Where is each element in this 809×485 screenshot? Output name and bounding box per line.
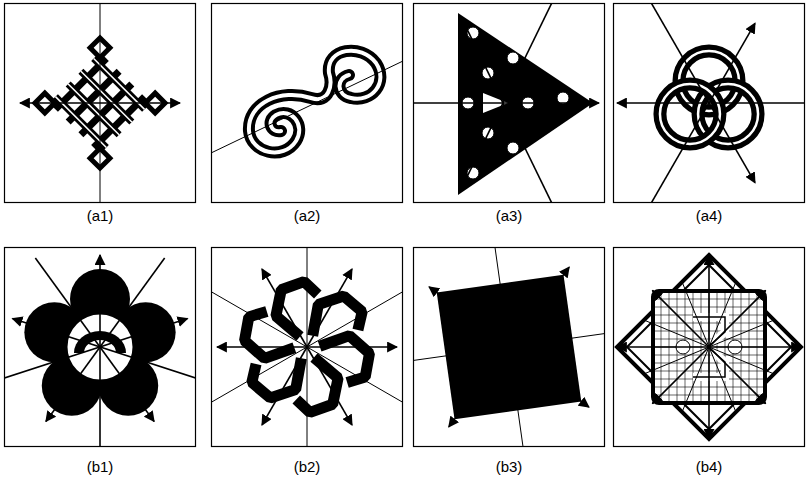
symmetry-axis	[708, 347, 710, 439]
panel-figure	[617, 255, 801, 439]
symmetry-axis	[617, 102, 805, 104]
trefoil-knot	[660, 51, 758, 144]
symmetry-axis	[509, 347, 524, 447]
symmetry-axis	[99, 255, 101, 447]
symmetry-panel	[0, 248, 205, 458]
symmetry-axis	[211, 61, 403, 153]
symmetry-axis	[307, 347, 402, 402]
symmetry-axis	[461, 17, 556, 203]
symmetry-axis	[652, 347, 709, 404]
symmetry-axis	[708, 255, 710, 347]
grid-crest	[617, 255, 801, 439]
symmetry-panel	[5, 3, 196, 203]
symmetry-axis	[509, 347, 589, 407]
symmetry-axis	[617, 346, 709, 348]
symmetry-panel	[212, 237, 403, 457]
panel-label: (a3)	[496, 207, 523, 224]
symmetry-axis	[262, 347, 307, 425]
symmetry-axis	[46, 258, 165, 421]
symmetry-axis	[709, 347, 766, 404]
symmetry-panel	[614, 248, 805, 447]
symmetry-axis	[449, 347, 509, 427]
symmetry-axis	[509, 267, 569, 347]
panel-frame	[5, 4, 196, 203]
symmetry-axis	[262, 269, 307, 347]
symmetry-axis	[413, 347, 509, 362]
symmetry-axis	[652, 290, 709, 347]
panel-figure	[617, 3, 805, 203]
symmetry-axis	[307, 269, 352, 347]
symmetry-axis	[307, 347, 352, 425]
symmetry-axis	[217, 346, 307, 348]
symmetry-axis	[307, 346, 397, 348]
panel-label: (b1)	[87, 458, 114, 475]
symmetry-axis	[509, 332, 605, 347]
symmetry-panel	[211, 4, 403, 203]
symmetry-axis	[212, 292, 307, 347]
symmetry-panel	[400, 238, 618, 456]
panel-frame	[212, 248, 403, 447]
panel-frame	[5, 248, 196, 447]
symmetry-panel	[614, 0, 809, 207]
symmetry-axis	[413, 102, 599, 104]
symmetry-axis	[4, 319, 187, 381]
panel-frame	[414, 4, 605, 203]
symmetry-axis	[461, 3, 556, 189]
symmetry-axis	[644, 347, 709, 374]
panel-figure	[4, 255, 196, 447]
symmetry-axis	[307, 347, 308, 447]
symmetry-axis	[100, 3, 101, 203]
panel-frame	[414, 248, 605, 447]
symmetry-axis	[494, 247, 509, 347]
panel-figure	[20, 3, 180, 203]
symmetry-axis	[649, 3, 755, 183]
symmetry-axis	[307, 292, 402, 347]
panel-label: (b3)	[496, 458, 523, 475]
triangle-figure	[458, 13, 593, 195]
spiral-figure	[249, 51, 380, 153]
symmetry-axis	[212, 347, 307, 402]
panel-frame	[614, 248, 805, 447]
panel-figure	[212, 247, 403, 447]
panel-label: (a2)	[294, 207, 321, 224]
symmetry-axis	[709, 290, 766, 347]
panel-figure	[413, 3, 599, 203]
panel-frame	[614, 4, 805, 203]
symmetry-axis	[709, 347, 736, 412]
symmetry-panel	[403, 0, 605, 211]
panel-label: (a1)	[87, 207, 114, 224]
symmetry-axis	[709, 346, 801, 348]
panel-label: (b4)	[696, 458, 723, 475]
symmetry-axis	[35, 258, 154, 421]
symmetry-axis	[307, 247, 308, 347]
symmetry-axis	[649, 23, 755, 203]
panel-label: (b2)	[294, 458, 321, 475]
symmetry-axis	[709, 320, 774, 347]
symmetry-axis	[682, 282, 709, 347]
panel-frame	[212, 4, 403, 203]
panel-figure	[211, 51, 403, 153]
symmetry-axis	[429, 287, 509, 347]
panel-label: (a4)	[696, 207, 723, 224]
panel-figure	[413, 247, 605, 447]
symmetry-axis	[13, 319, 196, 381]
